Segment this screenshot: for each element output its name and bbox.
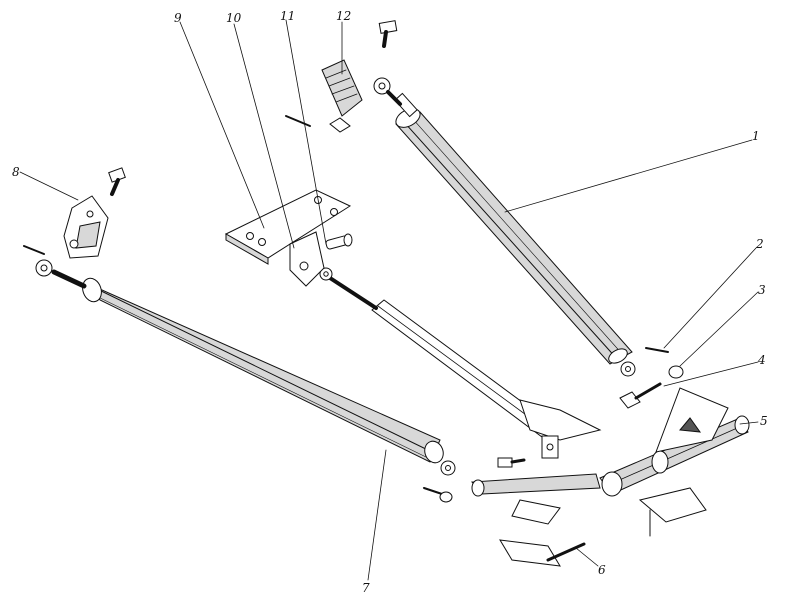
cotter-pin-left xyxy=(23,245,45,255)
bolt-lower-center xyxy=(497,457,526,468)
wedge-6 xyxy=(499,539,586,567)
callout-labels: 1 2 3 4 5 6 7 8 9 10 11 12 xyxy=(12,9,768,595)
callout-8: 8 xyxy=(12,165,20,179)
callout-6: 6 xyxy=(598,563,606,577)
callout-5: 5 xyxy=(760,414,768,428)
callout-7: 7 xyxy=(362,581,370,595)
lower-strut-tube xyxy=(35,259,456,476)
callout-12: 12 xyxy=(336,9,351,23)
center-tie-rod xyxy=(319,267,602,459)
callout-4: 4 xyxy=(757,353,766,367)
leader-lines xyxy=(19,19,759,581)
top-bolt xyxy=(378,20,398,48)
upper-strut-tube xyxy=(373,77,636,377)
ribbed-pad xyxy=(321,59,363,133)
hanger-bracket xyxy=(289,231,325,287)
left-mounting-bracket xyxy=(63,195,109,259)
callout-11: 11 xyxy=(280,9,295,23)
callout-2: 2 xyxy=(755,237,764,251)
crossbar-assembly xyxy=(470,387,750,537)
left-bracket-bolt xyxy=(108,167,126,196)
callout-3: 3 xyxy=(758,283,766,297)
cotter-pin-lower xyxy=(423,487,453,503)
bolt-4 xyxy=(619,382,662,409)
cotter-pin-2 xyxy=(645,347,669,353)
washer-3 xyxy=(668,365,684,379)
pivot-pin xyxy=(325,233,353,250)
callout-10: 10 xyxy=(226,11,242,25)
callout-1: 1 xyxy=(752,129,760,143)
cotter-pin-upper-left xyxy=(285,115,311,127)
callout-9: 9 xyxy=(174,11,182,25)
